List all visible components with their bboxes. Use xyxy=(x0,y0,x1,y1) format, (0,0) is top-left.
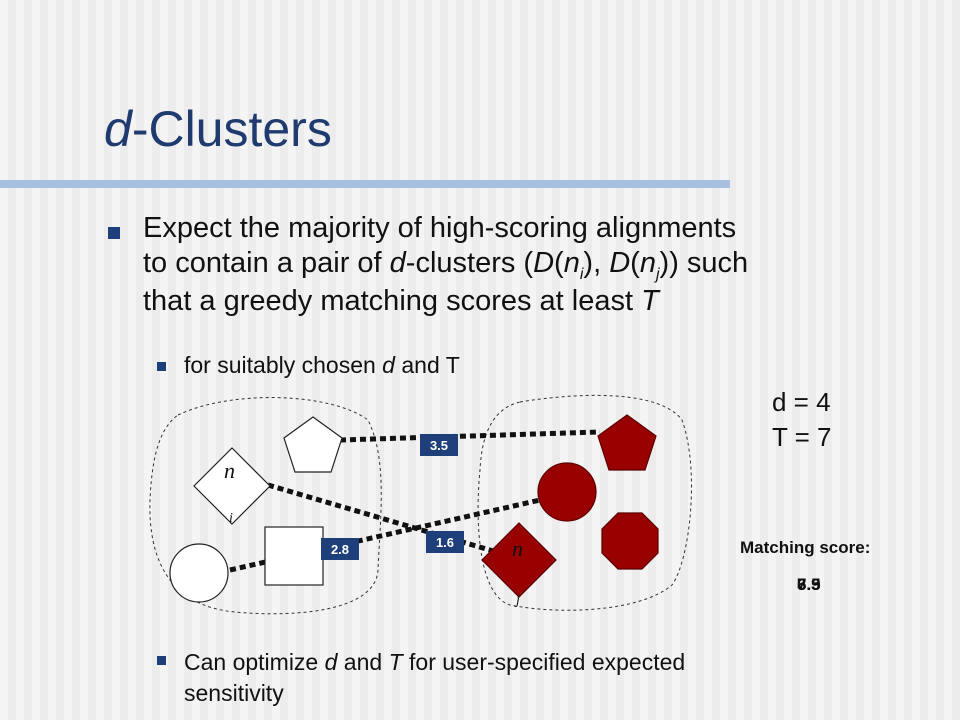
sub-bullet-2-text: Can optimize d and T for user-specified … xyxy=(184,647,864,709)
square-white xyxy=(264,526,324,586)
sub-bullet-marker xyxy=(157,362,166,371)
main-bullet-line-3: that a greedy matching scores at least T xyxy=(143,284,659,317)
svg-text:2.8: 2.8 xyxy=(331,542,349,557)
cluster-right-outline xyxy=(477,394,692,611)
param-T: T = 7 xyxy=(772,422,832,453)
edge-label-diamond: 1.6 xyxy=(426,531,464,553)
score-value-2: 6.3 xyxy=(797,575,821,594)
node-j-letter: n xyxy=(512,536,523,561)
node-i-subscript: i xyxy=(229,511,233,526)
circle-red xyxy=(537,462,597,522)
edge-pentagon xyxy=(339,429,601,443)
circle-white xyxy=(169,543,229,603)
sub-bullet-1-text: for suitably chosen d and T xyxy=(184,352,460,378)
title-rest: -Clusters xyxy=(131,101,332,157)
sub-bullet-2-line-1: Can optimize d and T for user-specified … xyxy=(184,649,686,675)
cluster-left-outline xyxy=(149,397,382,615)
param-d: d = 4 xyxy=(772,387,831,417)
main-bullet-line-2: to contain a pair of d-clusters (D(ni), … xyxy=(143,246,749,283)
score-value-1: 7.9 xyxy=(797,575,821,594)
diamond-white xyxy=(193,447,271,525)
main-bullet-text: Expect the majority of high-scoring alig… xyxy=(143,211,943,319)
edge-label-pentagon: 3.5 xyxy=(420,434,458,456)
octagon-red xyxy=(601,512,659,570)
pentagon-white xyxy=(283,416,343,473)
sub-bullet-2-line-2: sensitivity xyxy=(184,680,284,707)
score-value-3: 3.5 xyxy=(797,575,821,594)
pentagon-red xyxy=(597,414,657,471)
matching-score-values: 7.9 6.3 3.5 xyxy=(797,575,837,599)
svg-text:1.6: 1.6 xyxy=(436,535,454,550)
slide-title: d-Clusters xyxy=(104,100,332,158)
parameter-values: d = 4 T = 7 xyxy=(772,385,832,455)
matching-score-label: Matching score: xyxy=(740,538,871,557)
node-i-letter: n xyxy=(224,458,235,483)
main-bullet-line-1: Expect the majority of high-scoring alig… xyxy=(143,212,737,244)
svg-text:3.5: 3.5 xyxy=(430,438,448,453)
sub-bullet-marker-2 xyxy=(157,656,166,665)
edge-label-circle: 2.8 xyxy=(321,538,359,560)
bullet-marker xyxy=(108,227,120,239)
title-italic: d xyxy=(104,101,132,157)
diamond-red xyxy=(481,522,557,598)
title-underline xyxy=(0,180,730,188)
node-j-subscript: j xyxy=(514,593,520,608)
